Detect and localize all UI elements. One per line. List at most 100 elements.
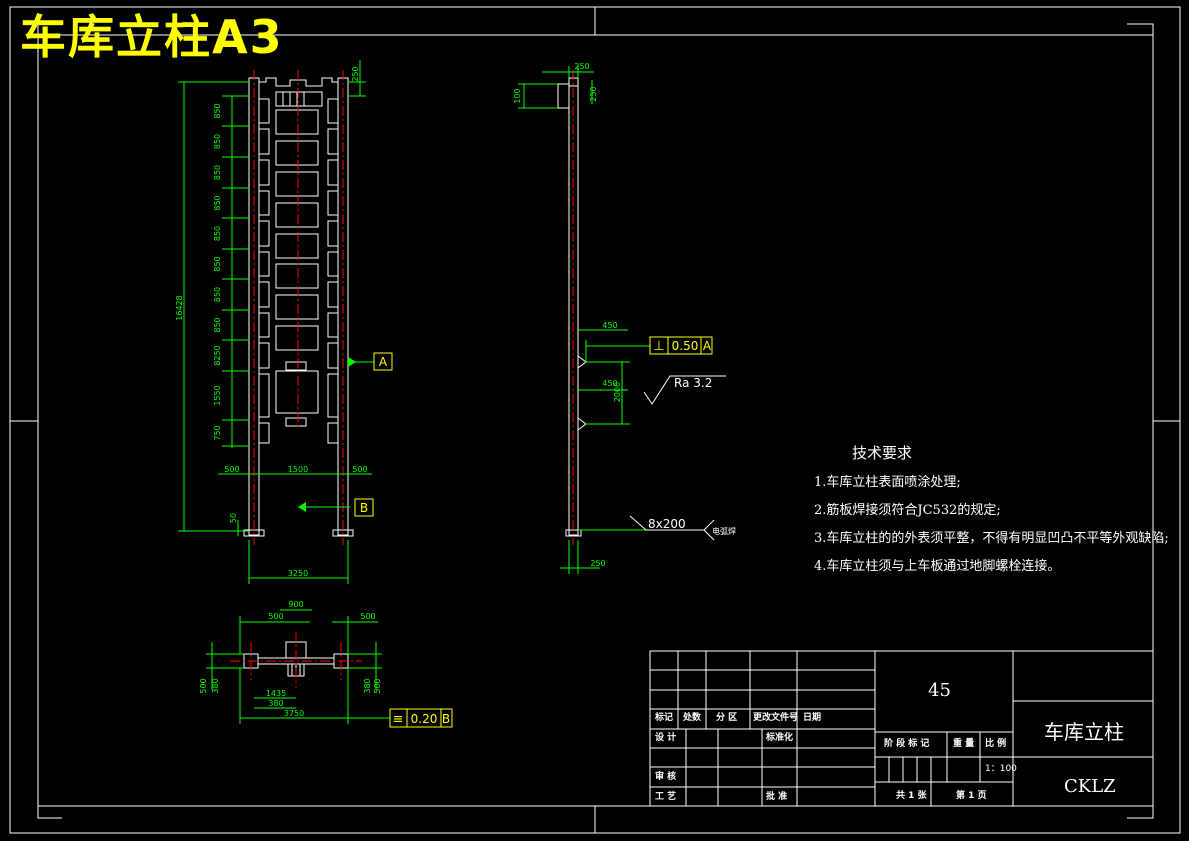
roughness-value: Ra 3.2 xyxy=(674,376,712,390)
front-centerlines xyxy=(253,70,344,545)
dim-left-6: 850 xyxy=(213,256,222,271)
dim-left-3: 850 xyxy=(213,165,222,180)
right-plate xyxy=(327,128,339,155)
requirement-item-3: 3.车库立柱的的外表须平整，不得有明显凹凸不平等外观缺陷; xyxy=(814,531,1169,546)
dim-left-2: 850 xyxy=(213,134,222,149)
datum-a-box xyxy=(373,352,393,371)
side-dimensions xyxy=(518,66,704,574)
dim-left-11: 750 xyxy=(213,425,222,440)
material-label: 45 xyxy=(928,680,951,701)
approve-label: 批 准 xyxy=(766,792,788,802)
center-panels xyxy=(275,109,319,414)
center-panel xyxy=(275,233,319,259)
weld-note: 电弧焊 xyxy=(712,526,736,536)
dim-left-1: 850 xyxy=(213,103,222,118)
perp-datum: A xyxy=(703,339,712,353)
dim-left-10: 1550 xyxy=(213,385,222,405)
dim-bottom-right: 500 xyxy=(352,465,367,474)
dim-left-7: 850 xyxy=(213,287,222,302)
right-plate xyxy=(327,98,339,124)
left-plate xyxy=(258,190,270,216)
dim-left-4: 850 xyxy=(213,195,222,210)
drawing-title: 车库立柱A3 xyxy=(20,10,284,64)
plan-dim-1435: 1435 xyxy=(266,689,286,698)
left-plate xyxy=(258,128,270,155)
perp-symbol: ⊥ xyxy=(653,339,664,354)
left-plate xyxy=(258,98,270,124)
roughness-symbol xyxy=(643,375,726,405)
right-plate xyxy=(327,373,339,418)
plan-dim-380: 380 xyxy=(268,699,283,708)
dim-total: 16428 xyxy=(175,295,184,320)
center-panel xyxy=(275,171,319,197)
datum-b-box xyxy=(354,498,374,517)
stage-header: 阶 段 标 记 xyxy=(884,739,930,749)
left-plate xyxy=(258,281,270,308)
side-dim-right: 250 xyxy=(589,86,598,101)
center-panel xyxy=(275,202,319,228)
datum-markers: A B xyxy=(298,352,393,517)
center-panel xyxy=(275,370,319,414)
side-annotations: ⊥ 0.50 A Ra 3.2 8x200 电弧焊 xyxy=(648,339,736,536)
dim-left-5: 850 xyxy=(213,226,222,241)
perp-tolerance-frame xyxy=(649,336,713,355)
left-plate xyxy=(258,220,270,247)
front-dim-text: 16428 250 50 500 1500 500 3250 850850850… xyxy=(175,66,368,578)
sym-datum: B xyxy=(442,712,450,726)
title-block xyxy=(649,650,1154,807)
left-plate xyxy=(258,373,270,418)
side-dim-top: 250 xyxy=(574,62,589,71)
right-plate xyxy=(327,281,339,308)
side-dim-450-mid: 450 xyxy=(602,379,617,388)
dim-overall: 3250 xyxy=(288,569,308,578)
standardize-label: 标准化 xyxy=(766,733,794,743)
sym-tolerance-text: ≡ 0.20 B xyxy=(393,712,451,727)
part-name: 车库立柱 xyxy=(1044,720,1124,744)
perp-value: 0.50 xyxy=(672,339,699,353)
right-plate xyxy=(327,342,339,369)
sheet-number: 第 1 页 xyxy=(956,791,987,801)
front-view xyxy=(243,77,354,537)
scale-header: 比 例 xyxy=(985,739,1007,749)
rev-header-zone: 分 区 xyxy=(716,713,738,723)
right-plate xyxy=(327,190,339,216)
side-dim-450-top: 450 xyxy=(602,321,617,330)
dim-bottom-left: 500 xyxy=(224,465,239,474)
plan-dim-text: 900 500 500 1435 380 3750 500 380 380 50… xyxy=(199,600,382,718)
side-view xyxy=(557,77,587,537)
side-dim-text: 250 100 250 450 450 2000 250 xyxy=(513,62,622,568)
datum-a-label: A xyxy=(379,355,388,369)
dim-left-8: 850 xyxy=(213,317,222,332)
right-plate xyxy=(327,312,339,338)
plan-dim-left-500: 500 xyxy=(199,678,208,693)
center-panel xyxy=(275,294,319,320)
part-code: CKLZ xyxy=(1064,776,1116,797)
dim-foot: 50 xyxy=(229,513,238,523)
plan-dim-500-right: 500 xyxy=(360,612,375,621)
dim-top: 250 xyxy=(351,66,360,81)
total-sheets: 共 1 张 xyxy=(896,791,927,801)
right-plate xyxy=(327,220,339,247)
center-panel xyxy=(275,109,319,135)
weight-header: 重 量 xyxy=(953,739,975,749)
process-label: 工 艺 xyxy=(655,792,677,802)
right-plate xyxy=(327,422,339,444)
left-plate xyxy=(258,312,270,338)
center-panel xyxy=(275,140,319,166)
requirement-item-1: 1.车库立柱表面喷涂处理; xyxy=(814,475,961,490)
design-label: 设 计 xyxy=(655,733,677,743)
left-plate xyxy=(258,422,270,444)
sym-value: 0.20 xyxy=(411,712,438,726)
right-plate xyxy=(327,251,339,277)
datum-b-label: B xyxy=(360,501,368,515)
front-dimensions xyxy=(178,60,374,584)
sym-symbol: ≡ xyxy=(393,712,404,727)
left-plate xyxy=(258,251,270,277)
plan-dim-right-500: 500 xyxy=(373,678,382,693)
outer-frame xyxy=(9,6,1181,834)
plan-dim-right-380: 380 xyxy=(363,678,372,693)
weld-symbol xyxy=(629,515,715,541)
side-dim-left: 100 xyxy=(513,88,522,103)
plan-dim-3750: 3750 xyxy=(284,709,304,718)
